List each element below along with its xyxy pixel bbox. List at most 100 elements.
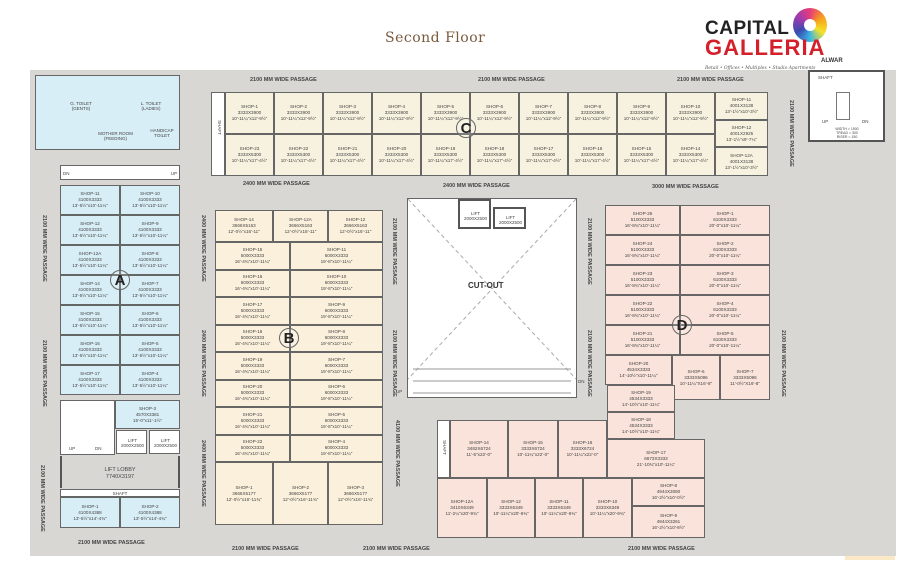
- shop-size: 4100X3333: [138, 257, 162, 262]
- passage-label-vertical: 2400 MM WIDE PASSAGE: [200, 330, 206, 397]
- shop-name: SHOP-8: [141, 251, 159, 256]
- shop-name: SHOP-9: [659, 513, 678, 518]
- shop-dims: 10'-11¼"x20'-9¾": [541, 511, 577, 516]
- shop-name: SHOP-14: [680, 146, 701, 151]
- shaft-zone-c: [211, 92, 225, 176]
- shop-dims: 21'-10¾"x10'-11¼": [636, 461, 676, 467]
- shop-size: 5100X3333: [630, 217, 655, 222]
- shop-name: SHOP-6: [687, 368, 705, 374]
- shop-name: SHOP-1: [240, 104, 259, 109]
- shop-dims: 16'-8¾"x10'-11¼": [624, 253, 661, 258]
- shop-dims: 19'-8"x10'-11¼": [320, 286, 353, 292]
- shop-size: 4100X3333: [78, 287, 102, 292]
- shop-size: 3333X3900: [286, 110, 311, 115]
